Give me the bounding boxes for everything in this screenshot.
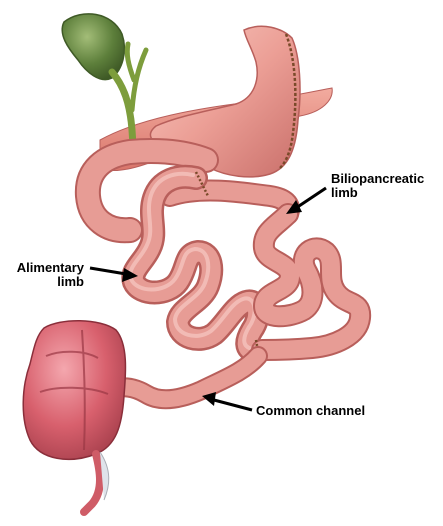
bile-duct [108,68,138,164]
label-biliopancreatic-line2: limb [331,185,358,200]
label-biliopancreatic-line1: Biliopancreatic [331,171,425,186]
staple-line-anastomosis-upper [194,171,210,197]
label-common-channel: Common channel [256,404,365,418]
label-common-channel-text: Common channel [256,403,366,418]
staple-line-stomach [279,33,297,169]
label-alimentary-limb: Alimentary limb [4,261,84,289]
arrow-biliopancreatic [286,186,327,214]
label-biliopancreatic-limb: Biliopancreatic limb [331,172,424,200]
arrow-alimentary [89,266,138,282]
label-alimentary-line1: Alimentary [16,260,84,275]
label-alimentary-line2: limb [57,274,84,289]
arrow-common-channel [202,392,253,412]
gallbladder [61,13,126,81]
hepatic-duct [124,41,149,113]
cecum [22,320,127,516]
